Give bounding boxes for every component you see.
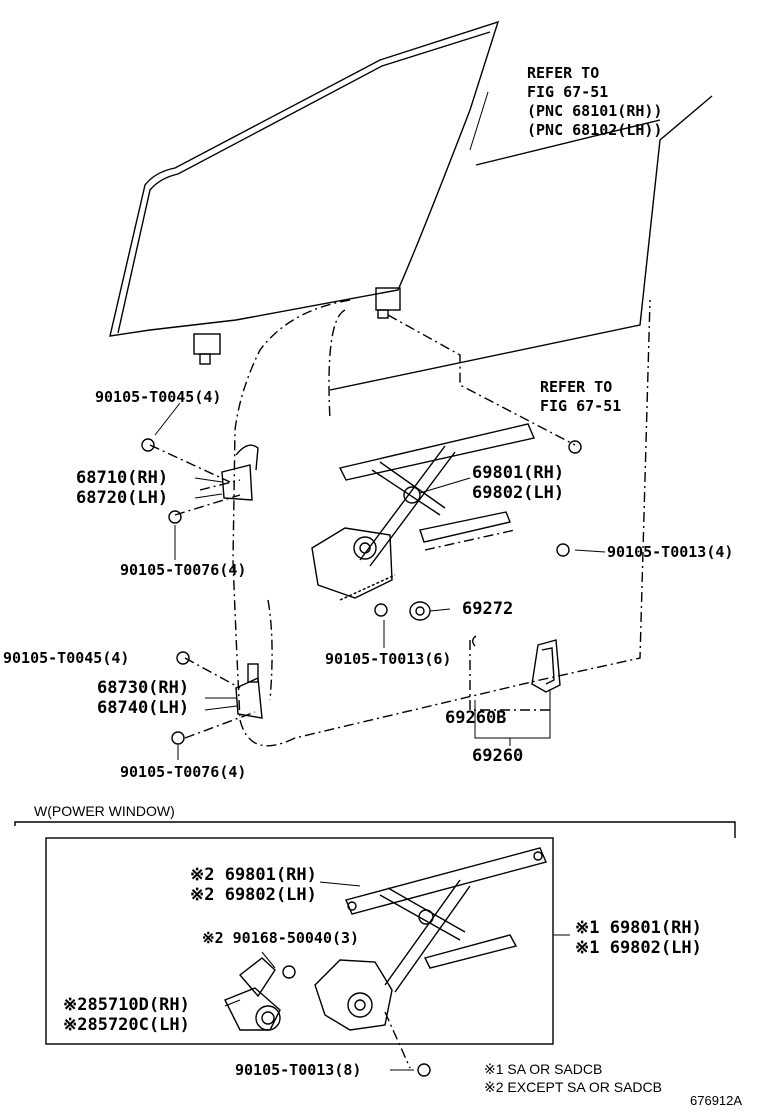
part-label-90105-t0013-8: 90105-T0013(8) <box>235 1061 362 1079</box>
part-label-90105-t0045-lower: 90105-T0045(4) <box>3 649 130 667</box>
bolts <box>141 438 582 1077</box>
power-window-frame <box>14 821 736 1045</box>
part-label-69260: 69260 <box>472 746 524 766</box>
part-label-69802: 69802(LH) <box>472 483 565 503</box>
footnote-1: ※1 SA OR SADCB <box>484 1061 603 1077</box>
part-label-pw-69801: ※2 69801(RH) <box>190 865 317 885</box>
refer-label-regulator-2: FIG 67-51 <box>540 397 622 415</box>
part-label-69272: 69272 <box>462 599 514 619</box>
part-label-85720c: ※285720C(LH) <box>63 1015 190 1035</box>
part-label-90105-t0076-lower: 90105-T0076(4) <box>120 763 247 781</box>
part-label-90105-t0013-4: 90105-T0013(4) <box>607 543 734 561</box>
part-label-68720: 68720(LH) <box>76 488 169 508</box>
part-label-90105-t0013-6: 90105-T0013(6) <box>325 650 452 668</box>
footnote-2: ※2 EXCEPT SA OR SADCB <box>484 1079 662 1095</box>
part-label-pw-69802: ※2 69802(LH) <box>190 885 317 905</box>
refer-label-regulator-1: REFER TO <box>540 378 613 396</box>
power-regulator <box>314 847 547 1031</box>
part-label-90168-50040: ※2 90168-50040(3) <box>202 929 360 947</box>
regulator-handle <box>472 635 561 693</box>
lower-hinge <box>235 663 263 719</box>
refer-label-glass-2: FIG 67-51 <box>527 83 609 101</box>
figure-id: 676912A <box>690 1093 743 1108</box>
door-glass <box>109 20 713 391</box>
part-label-90105-t0045-upper: 90105-T0045(4) <box>95 388 222 406</box>
power-window-motor <box>224 957 281 1031</box>
part-label-69260b: 69260B <box>445 708 507 728</box>
part-label-85710d: ※285710D(RH) <box>63 995 190 1015</box>
part-label-68710: 68710(RH) <box>76 468 169 488</box>
part-label-68740: 68740(LH) <box>97 698 190 718</box>
part-label-68730: 68730(RH) <box>97 678 190 698</box>
part-label-pw-69801-sa: ※1 69801(RH) <box>575 918 702 938</box>
door-outline <box>149 299 651 1069</box>
washer-69272 <box>409 601 431 621</box>
leader-lines <box>154 91 606 1071</box>
section-title-power-window: W(POWER WINDOW) <box>34 803 175 819</box>
manual-regulator <box>311 423 535 601</box>
part-label-69801: 69801(RH) <box>472 463 565 483</box>
refer-label-glass-4: (PNC 68102(LH)) <box>527 121 663 139</box>
refer-label-glass-3: (PNC 68101(RH)) <box>527 102 663 120</box>
upper-hinge <box>221 444 259 501</box>
part-label-90105-t0076-upper: 90105-T0076(4) <box>120 561 247 579</box>
refer-label-glass-1: REFER TO <box>527 64 600 82</box>
part-label-pw-69802-sa: ※1 69802(LH) <box>575 938 702 958</box>
glass-bracket-rear <box>375 287 401 319</box>
glass-bracket-front <box>193 333 221 365</box>
